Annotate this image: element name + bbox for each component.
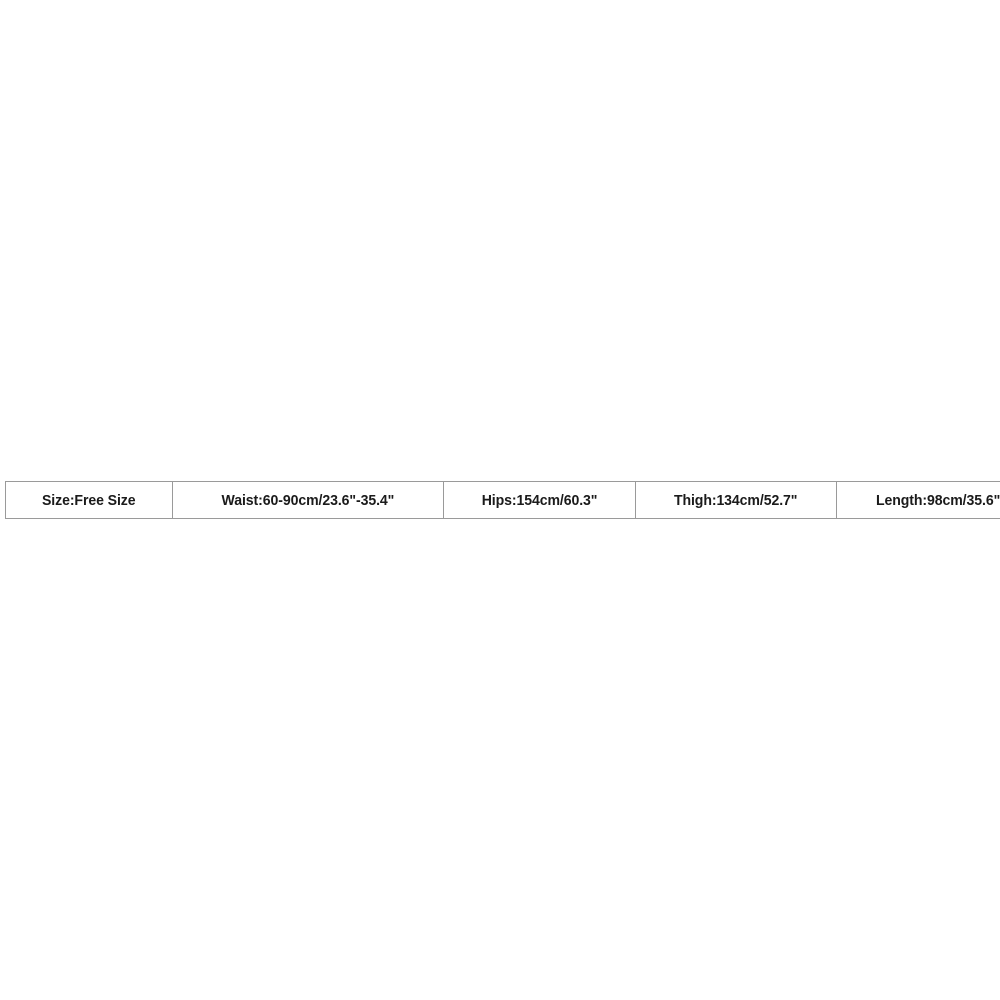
table-cell-hips: Hips:154cm/60.3"	[443, 481, 636, 519]
size-chart-body: Size:Free Size Waist:60-90cm/23.6"-35.4"…	[5, 481, 1000, 519]
table-cell-thigh: Thigh:134cm/52.7"	[635, 481, 837, 519]
table-cell-waist: Waist:60-90cm/23.6"-35.4"	[172, 481, 444, 519]
waist-cell-label: Waist:60-90cm/23.6"-35.4"	[221, 491, 395, 509]
length-cell-label: Length:98cm/35.6"	[876, 491, 1000, 509]
table-cell-length: Length:98cm/35.6"	[836, 481, 1000, 519]
size-cell-label: Size:Free Size	[42, 491, 136, 509]
hips-cell-label: Hips:154cm/60.3"	[481, 491, 598, 509]
table-row: Size:Free Size Waist:60-90cm/23.6"-35.4"…	[5, 481, 1000, 519]
size-chart-table: Size:Free Size Waist:60-90cm/23.6"-35.4"…	[5, 481, 1000, 519]
thigh-cell-label: Thigh:134cm/52.7"	[674, 491, 798, 509]
table-cell-size: Size:Free Size	[5, 481, 173, 519]
